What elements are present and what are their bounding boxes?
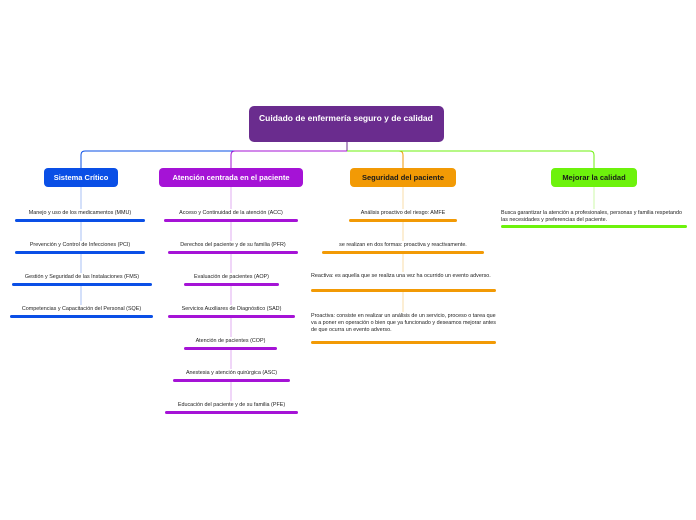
leaf-topic[interactable]: se realizan en dos formas: proactiva y r… [322, 242, 484, 249]
leaf-topic[interactable]: Evaluación de pacientes (AOP) [184, 274, 279, 281]
root-topic[interactable]: Cuidado de enfermería seguro y de calida… [249, 106, 444, 142]
leaf-topic-text: Prevención y Control de Infecciones (PCI… [29, 242, 131, 248]
leaf-topic-text: Anestesia y atención quirúrgica (ASC) [185, 370, 278, 376]
root-topic-title: Cuidado de enfermería seguro y de calida… [259, 113, 433, 123]
leaf-topic[interactable]: Prevención y Control de Infecciones (PCI… [15, 242, 145, 249]
leaf-underline [173, 379, 290, 382]
leaf-topic-text: Competencias y Capacitación del Personal… [21, 306, 142, 312]
leaf-topic-text: Gestión y Seguridad de las Instalaciones… [24, 274, 140, 280]
leaf-underline [184, 347, 277, 350]
branch-label: Atención centrada en el paciente [172, 173, 290, 182]
leaf-underline [501, 225, 687, 228]
leaf-topic[interactable]: Reactiva: es aquella que se realiza una … [311, 273, 496, 280]
branch-atencion-centrada[interactable]: Atención centrada en el paciente [159, 168, 303, 187]
connector-line [80, 150, 347, 168]
leaf-topic-text: Atención de pacientes (COP) [195, 338, 266, 344]
leaf-topic[interactable]: Educación del paciente y de su familia (… [165, 402, 298, 409]
branch-label: Seguridad del paciente [361, 173, 445, 182]
leaf-topic[interactable]: Servicios Auxiliares de Diagnóstico (SAD… [168, 306, 295, 313]
leaf-topic[interactable]: Competencias y Capacitación del Personal… [10, 306, 153, 313]
leaf-underline [165, 411, 298, 414]
leaf-topic[interactable]: Atención de pacientes (COP) [184, 338, 277, 345]
leaf-topic-text: Educación del paciente y de su familia (… [177, 402, 286, 408]
leaf-topic[interactable]: Manejo y uso de los medicamentos (MMU) [15, 210, 145, 217]
leaf-topic-text: Reactiva: es aquella que se realiza una … [311, 273, 491, 279]
leaf-topic-text: Análisis proactivo del riesgo: AMFE [360, 210, 446, 216]
leaf-underline [349, 219, 457, 222]
leaf-topic-text: Servicios Auxiliares de Diagnóstico (SAD… [181, 306, 282, 312]
leaf-underline [15, 219, 145, 222]
leaf-underline [168, 251, 298, 254]
leaf-underline [311, 341, 496, 344]
leaf-topic-text: Acceso y Continuidad de la atención (ACC… [179, 210, 283, 216]
branch-label: Mejorar la calidad [562, 173, 626, 182]
leaf-topic[interactable]: Gestión y Seguridad de las Instalaciones… [12, 274, 152, 281]
connector-line [347, 150, 595, 168]
branch-mejorar-calidad[interactable]: Mejorar la calidad [551, 168, 637, 187]
leaf-underline [15, 251, 145, 254]
branch-sistema-critico[interactable]: Sistema Crítico [44, 168, 118, 187]
connector-line [230, 150, 347, 168]
leaf-underline [168, 315, 295, 318]
branch-seguridad-paciente[interactable]: Seguridad del paciente [350, 168, 456, 187]
leaf-topic[interactable]: Proactiva: consiste en realizar un análi… [311, 313, 496, 333]
leaf-topic[interactable]: Busca garantizar la atención a profesion… [501, 210, 687, 224]
leaf-underline [311, 289, 496, 292]
leaf-topic[interactable]: Anestesia y atención quirúrgica (ASC) [173, 370, 290, 377]
leaf-topic-text: se realizan en dos formas: proactiva y r… [339, 242, 467, 248]
leaf-underline [164, 219, 298, 222]
leaf-underline [10, 315, 153, 318]
leaf-underline [184, 283, 279, 286]
leaf-topic[interactable]: Derechos del paciente y de su familia (P… [168, 242, 298, 249]
leaf-topic-text: Busca garantizar la atención a profesion… [501, 210, 682, 223]
leaf-topic-text: Evaluación de pacientes (AOP) [194, 274, 269, 280]
leaf-topic-text: Derechos del paciente y de su familia (P… [180, 242, 286, 248]
branch-label: Sistema Crítico [53, 173, 109, 182]
leaf-underline [322, 251, 484, 254]
leaf-topic-text: Proactiva: consiste en realizar un análi… [311, 313, 496, 333]
connector-line [347, 150, 404, 168]
leaf-topic[interactable]: Análisis proactivo del riesgo: AMFE [349, 210, 457, 217]
leaf-underline [12, 283, 152, 286]
leaf-topic[interactable]: Acceso y Continuidad de la atención (ACC… [164, 210, 298, 217]
leaf-topic-text: Manejo y uso de los medicamentos (MMU) [28, 210, 132, 216]
